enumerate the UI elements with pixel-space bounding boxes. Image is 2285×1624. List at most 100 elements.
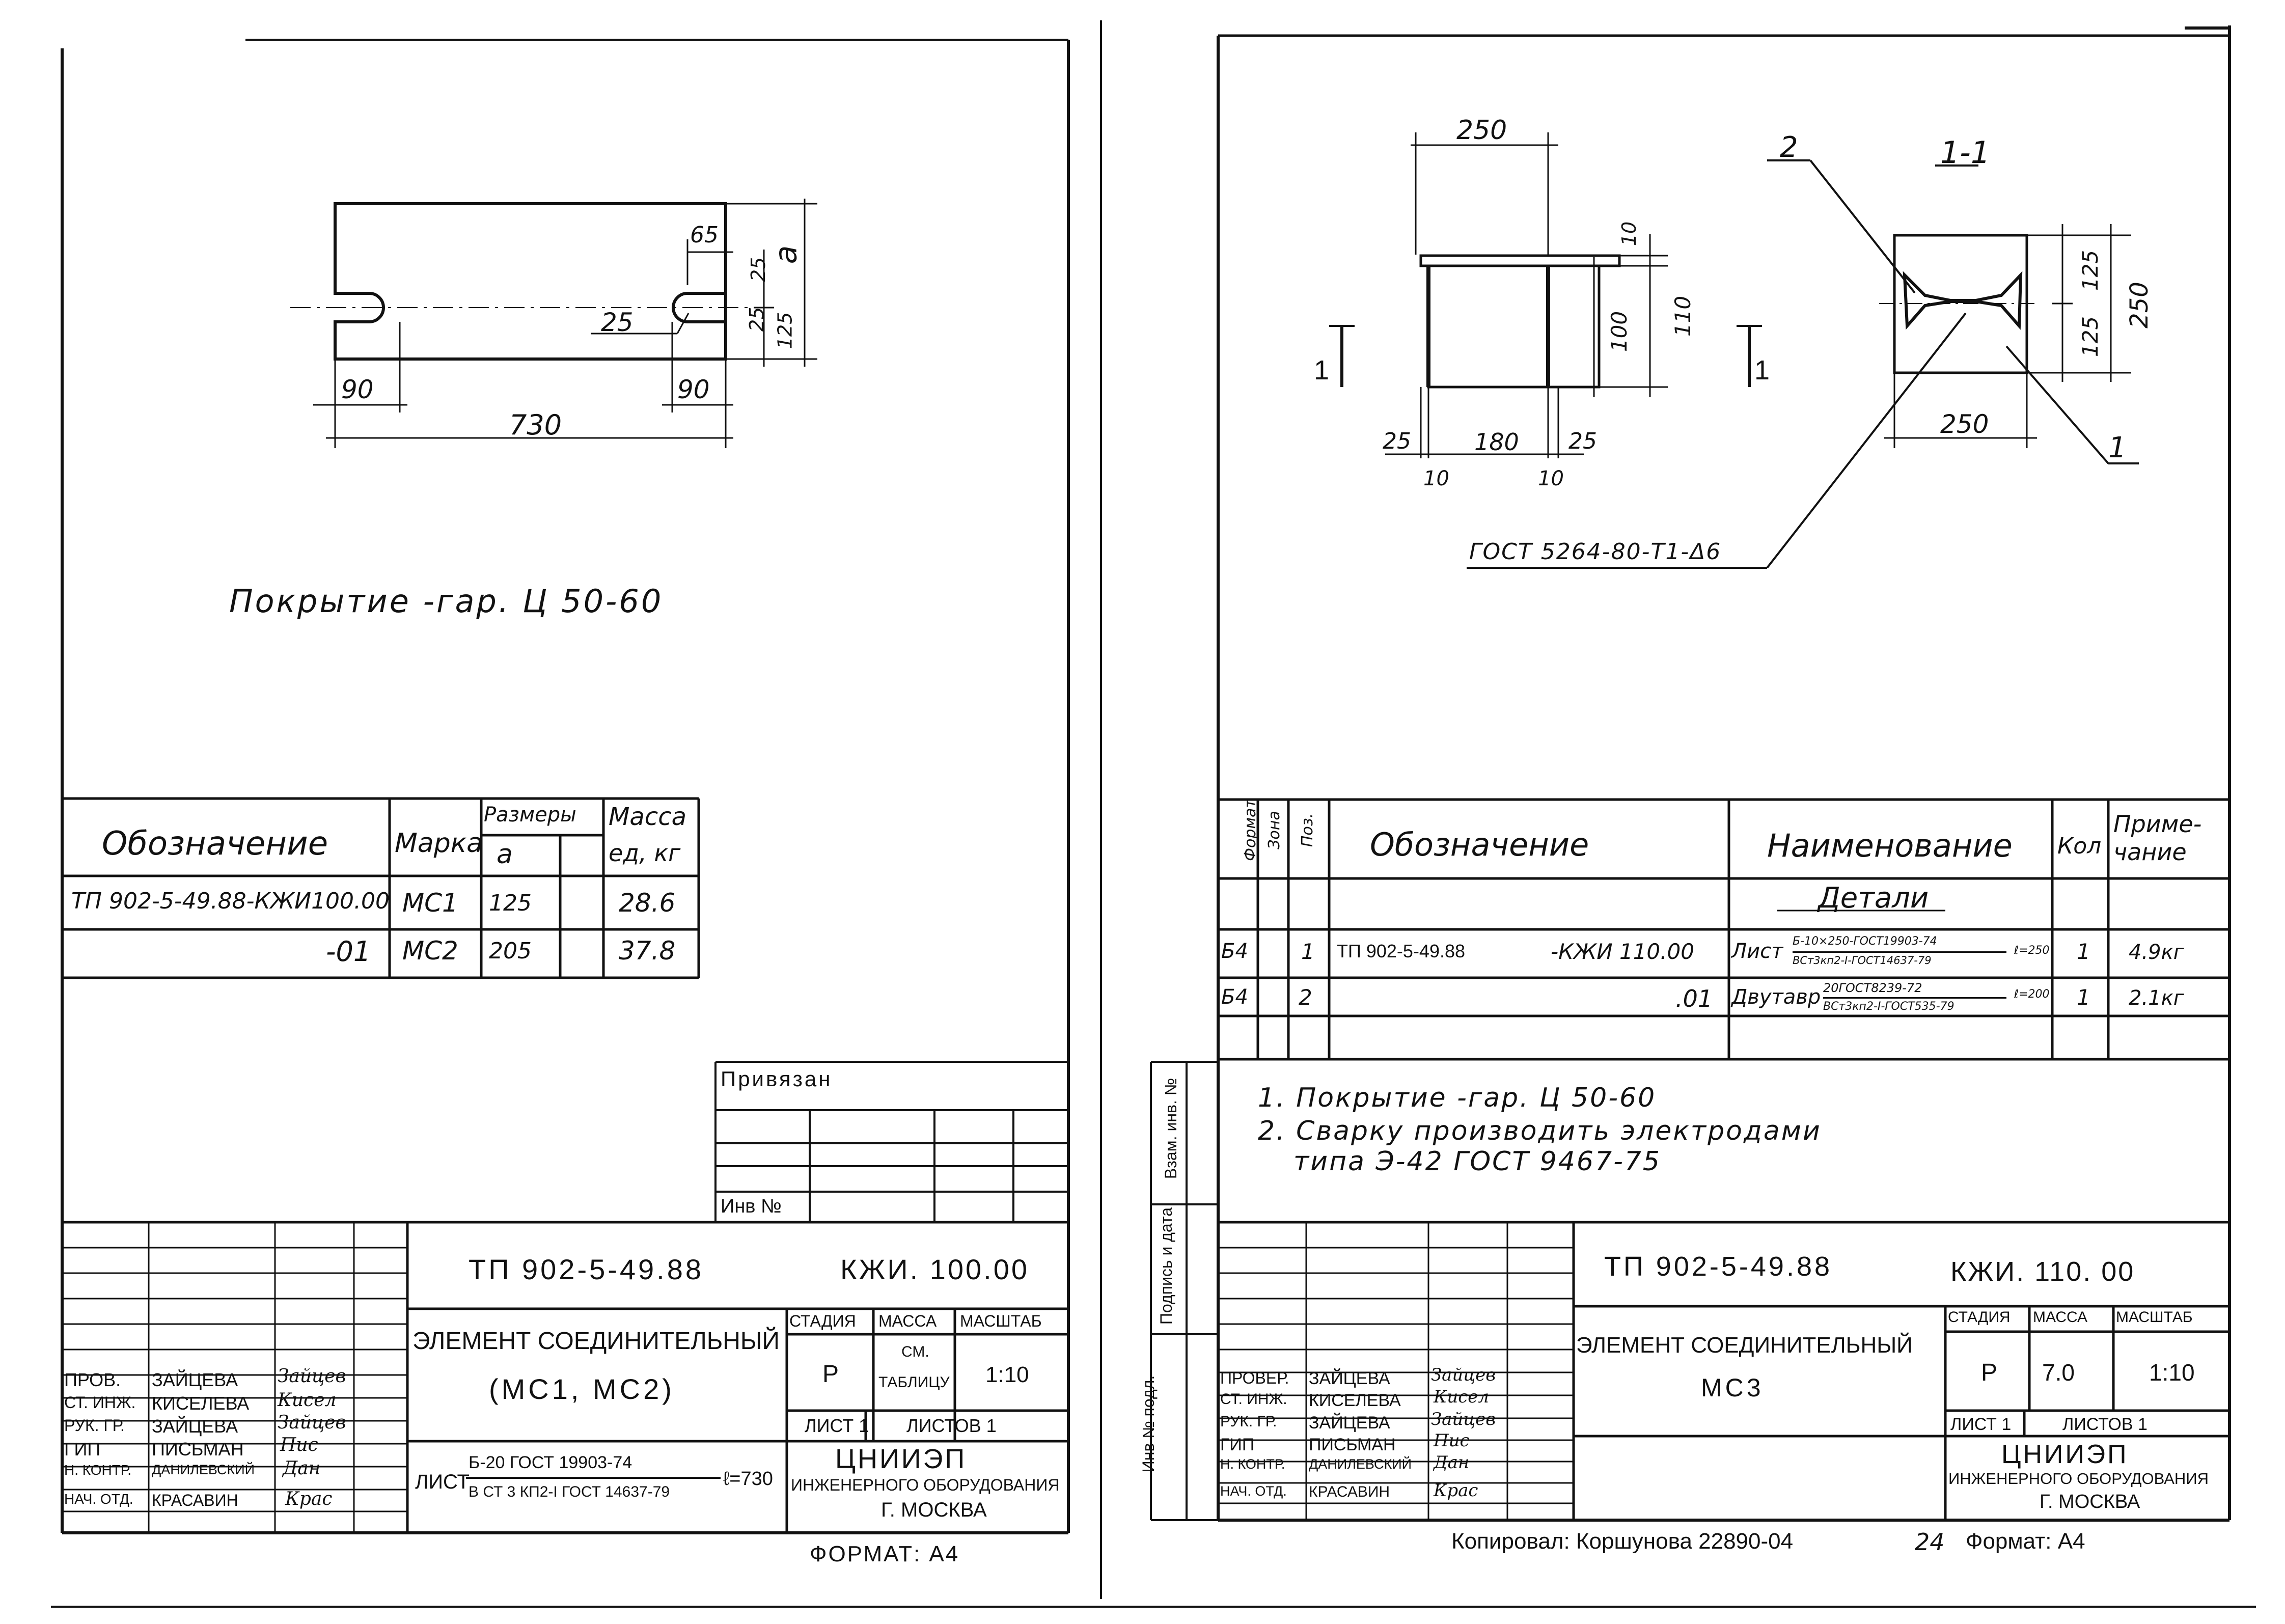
dim-110: 110 xyxy=(1670,295,1696,337)
spec-row2-length: ℓ=200 xyxy=(2014,988,2050,1001)
stamp-org-2: ИНЖЕНЕРНОГО ОБОРУДОВАНИЯ xyxy=(791,1476,1060,1494)
row2-mass: 37.8 xyxy=(619,936,676,966)
spec-row1-format: Б4 xyxy=(1221,940,1248,963)
person-signature: Кисел xyxy=(278,1390,337,1411)
dim-250-vertical: 250 xyxy=(2125,282,2154,328)
dim-a: a xyxy=(768,245,804,264)
person-name: ПИСЬМАН xyxy=(1309,1435,1396,1454)
spec-row2-designation-2: .01 xyxy=(1675,985,1713,1012)
dim-730: 730 xyxy=(509,409,562,441)
stamp-title-2: МС3 xyxy=(1701,1373,1764,1402)
dim-25a: 25 xyxy=(747,257,770,282)
stamp-sheet: ЛИСТ 1 xyxy=(1950,1415,2012,1434)
th-designation: Обозначение xyxy=(102,825,328,863)
stamp-h-stage: СТАДИЯ xyxy=(789,1312,856,1330)
section-title: 1-1 xyxy=(1940,135,1990,171)
stamp-title-2: (МС1, МС2) xyxy=(489,1373,675,1405)
stamp-sheet: ЛИСТ 1 xyxy=(805,1415,869,1436)
spec-row1-length: ℓ=250 xyxy=(2014,944,2050,957)
person-role: ПРОВЕР. xyxy=(1220,1369,1289,1387)
person-role: РУК. ГР. xyxy=(64,1416,125,1435)
spec-row1-name: Лист xyxy=(1731,940,1783,963)
th-zone: Зона xyxy=(1265,811,1283,849)
dim-250-top: 250 xyxy=(1456,115,1507,146)
person-name: ЗАЙЦЕВА xyxy=(1309,1413,1390,1433)
dim-250-horizontal: 250 xyxy=(1940,409,1989,439)
th-mass: Масса xyxy=(609,803,687,831)
stamp-code: ТП 902-5-49.88 xyxy=(1604,1251,1833,1282)
note-1: 1. Покрытие -гар. Ц 50-60 xyxy=(1258,1083,1657,1113)
stamp-sheets: ЛИСТОВ 1 xyxy=(906,1415,997,1436)
dim-25b: 25 xyxy=(746,307,768,332)
stamp-scale: 1:10 xyxy=(985,1362,1029,1387)
spec-row1-designation-2: -КЖИ 110.00 xyxy=(1551,939,1694,964)
privyazan-label: Привязан xyxy=(721,1067,833,1091)
stamp-list-length: ℓ=730 xyxy=(723,1468,773,1490)
note-3: типа Э-42 ГОСТ 9467-75 xyxy=(1293,1146,1662,1177)
person-role: СТ. ИНЖ. xyxy=(64,1393,136,1412)
th-pos: Поз. xyxy=(1299,813,1317,847)
section-details: Детали xyxy=(1818,882,1929,915)
spec-row2-pos: 2 xyxy=(1299,985,1312,1010)
stamp-h-mass: МАССА xyxy=(2033,1309,2088,1326)
dim-125-a: 125 xyxy=(2078,250,2103,291)
stamp-format: ФОРМАТ: А4 xyxy=(810,1542,960,1566)
person-signature: Пис xyxy=(1434,1430,1470,1451)
stamp-copied-by: Копировал: Коршунова 22890-04 xyxy=(1451,1529,1794,1554)
stamp-org-3: Г. МОСКВА xyxy=(2040,1491,2140,1512)
spec-row2-name: Двутавр xyxy=(1731,985,1821,1009)
spec-row2-format: Б4 xyxy=(1221,985,1248,1009)
spec-row2-name-bottom: ВСт3кп2-I-ГОСТ535-79 xyxy=(1823,1000,1954,1013)
spec-row1-name-top: Б-10×250-ГОСТ19903-74 xyxy=(1793,935,1937,948)
dim-65: 65 xyxy=(690,222,719,248)
stamp-list-fraction-line xyxy=(466,1477,721,1479)
stamp-org-3: Г. МОСКВА xyxy=(881,1499,987,1521)
leader-label-2: 2 xyxy=(1780,131,1798,164)
person-name: КИСЕЛЕВА xyxy=(1309,1391,1401,1410)
row1-mass: 28.6 xyxy=(619,888,676,918)
person-role: НАЧ. ОТД. xyxy=(1220,1483,1287,1499)
person-signature: Зайцев xyxy=(278,1412,346,1433)
stamp-h-scale: МАСШТАБ xyxy=(2116,1309,2193,1326)
spec-row1-designation-1: ТП 902-5-49.88 xyxy=(1337,941,1466,961)
person-signature: Крас xyxy=(1434,1480,1478,1501)
person-name: ЗАЙЦЕВА xyxy=(1309,1369,1390,1388)
person-name: ДАНИЛЕВСКИЙ xyxy=(1309,1456,1412,1472)
th-designation: Обозначение xyxy=(1370,826,1589,863)
dim-100: 100 xyxy=(1607,311,1632,352)
stamp-stage: Р xyxy=(822,1361,839,1388)
th-note-2: чание xyxy=(2113,838,2187,866)
note-2: 2. Сварку производить электродами xyxy=(1258,1116,1822,1146)
row1-designation: ТП 902-5-49.88-КЖИ100.00 xyxy=(71,888,390,914)
stamp-h-scale: МАСШТАБ xyxy=(960,1312,1042,1330)
spec-row1-fraction-line xyxy=(1793,951,2006,953)
side-signature-date: Подпись и дата xyxy=(1157,1207,1176,1325)
spec-row1-name-bottom: ВСт3кп2-I-ГОСТ14637-79 xyxy=(1793,954,1932,967)
weld-note: ГОСТ 5264-80-Т1-Δ6 xyxy=(1469,539,1722,565)
person-signature: Кисел xyxy=(1434,1387,1490,1407)
stamp-mark: КЖИ. 110. 00 xyxy=(1950,1256,2135,1287)
dim-10-right: 10 xyxy=(1538,467,1564,490)
person-signature: Пис xyxy=(280,1435,318,1455)
dim-125-b: 125 xyxy=(2078,316,2103,357)
spec-row1-qty: 1 xyxy=(2077,939,2090,964)
th-sizes: Размеры xyxy=(484,803,576,827)
row1-mark: МС1 xyxy=(402,888,458,918)
spec-row2-note: 2.1кг xyxy=(2129,986,2184,1010)
person-signature: Зайцев xyxy=(1431,1409,1496,1429)
spec-row2-qty: 1 xyxy=(2077,985,2090,1010)
person-role: ГИП xyxy=(64,1439,101,1460)
person-signature: Дан xyxy=(1434,1452,1470,1473)
spec-row1-pos: 1 xyxy=(1301,939,1315,964)
dim-90-right: 90 xyxy=(677,375,710,404)
th-format: Формат xyxy=(1241,799,1259,861)
stamp-org-1: ЦНИИЭП xyxy=(2001,1440,2129,1469)
row1-a: 125 xyxy=(489,890,532,916)
person-name: ЗАЙЦЕВА xyxy=(152,1369,238,1390)
leader-label-1: 1 xyxy=(2108,431,2127,464)
stamp-mass-2: ТАБЛИЦУ xyxy=(878,1374,950,1391)
dim-10-left: 10 xyxy=(1423,467,1449,490)
dim-180: 180 xyxy=(1474,428,1519,456)
person-role: ПРОВ. xyxy=(64,1369,121,1390)
